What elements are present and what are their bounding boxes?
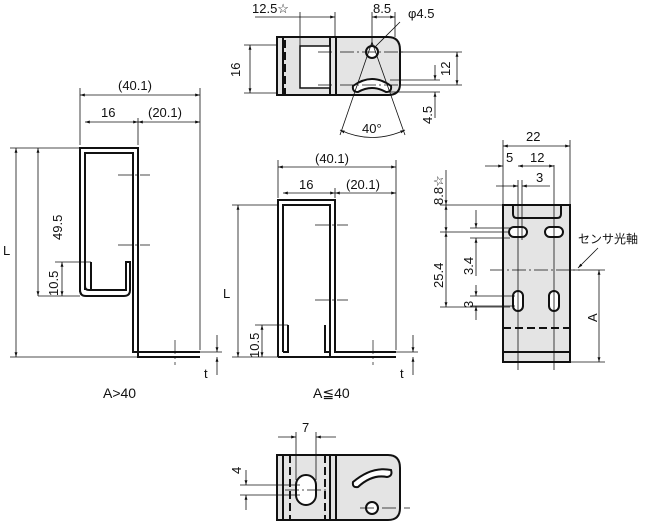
bottom-slot-width-dim: 4 bbox=[229, 467, 244, 474]
top-slot-pitch-dim: 12 bbox=[438, 62, 453, 76]
large-height-dim: 49.5 bbox=[50, 215, 65, 240]
front-slot-w-dim: 3 bbox=[461, 301, 476, 308]
bottom-arc-slot bbox=[351, 468, 393, 489]
small-foot-dim: (20.1) bbox=[346, 177, 380, 192]
bottom-slot-len-dim: 7 bbox=[302, 420, 309, 435]
front-width-dim: 22 bbox=[526, 129, 540, 144]
large-overall-dim: (40.1) bbox=[118, 78, 152, 93]
large-foot-dim: (20.1) bbox=[148, 105, 182, 120]
front-slot-dim: 3 bbox=[536, 170, 543, 185]
large-length-dim: L bbox=[3, 243, 10, 258]
small-overall-dim: (40.1) bbox=[315, 151, 349, 166]
small-length-dim: L bbox=[223, 286, 230, 301]
top-height-dim: 16 bbox=[228, 63, 243, 77]
top-width-dim: 12.5☆ bbox=[252, 1, 289, 16]
sensor-axis-label: センサ光軸 bbox=[578, 232, 638, 246]
large-hook-dim: 10.5 bbox=[46, 271, 61, 296]
front-axis-height-dim: A bbox=[585, 313, 600, 322]
small-inner-dim: 16 bbox=[299, 177, 313, 192]
front-offset-dim: 5 bbox=[506, 150, 513, 165]
large-caption: A>40 bbox=[103, 385, 136, 401]
front-slot-len-dim: 3.4 bbox=[461, 257, 476, 275]
side-view-small: (40.1) 16 (20.1) L 10.5 t A≦40 bbox=[223, 151, 418, 401]
top-slot-width-dim: 4.5 bbox=[420, 106, 435, 124]
front-view: 22 5 12 3 8.8☆ 25.4 3.4 3 A センサ光軸 bbox=[431, 129, 638, 370]
small-caption: A≦40 bbox=[313, 385, 350, 401]
small-thickness-dim: t bbox=[400, 366, 404, 381]
bottom-view: 7 4 bbox=[229, 420, 410, 521]
large-inner-dim: 16 bbox=[101, 105, 115, 120]
top-hole-offset-dim: 8.5 bbox=[373, 1, 391, 16]
front-pitch-dim: 12 bbox=[530, 150, 544, 165]
front-top-dim: 8.8☆ bbox=[431, 175, 446, 205]
small-hook-dim: 10.5 bbox=[247, 333, 262, 358]
front-vertical-pitch-dim: 25.4 bbox=[431, 263, 446, 288]
top-hole-dia-dim: φ4.5 bbox=[408, 6, 435, 21]
large-thickness-dim: t bbox=[204, 366, 208, 381]
top-angle-dim: 40° bbox=[362, 121, 382, 136]
side-view-large: (40.1) 16 (20.1) 49.5 10.5 L t A>40 bbox=[3, 78, 222, 401]
top-view: 40° 12.5☆ 8.5 φ4.5 16 12 4.5 bbox=[228, 1, 462, 138]
